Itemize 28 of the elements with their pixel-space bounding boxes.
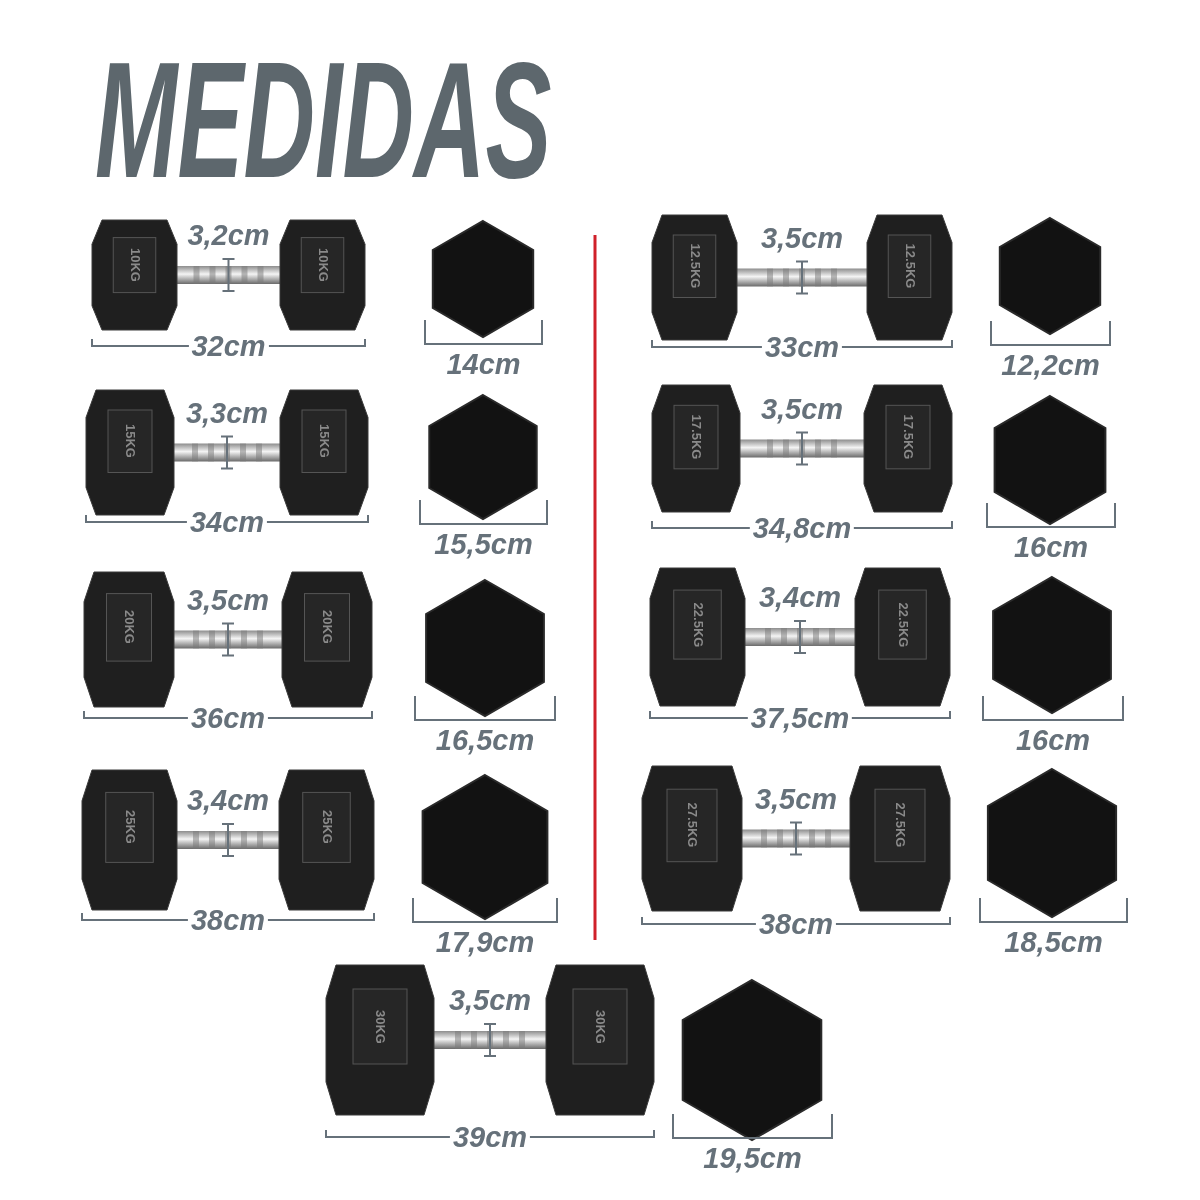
weight-marking: 27.5KG (685, 803, 699, 848)
dimension-label: 3,5cm (447, 984, 533, 1016)
weight-marking: 10KG (315, 248, 330, 283)
dimension-label: 3,5cm (759, 221, 845, 254)
weight-marking: 22.5KG (895, 602, 910, 647)
title: MEDIDAS (95, 40, 552, 200)
weight-marking: 12.5KG (687, 243, 702, 289)
dimension-label: 3,5cm (753, 782, 839, 815)
weight-marking: 10KG (127, 248, 142, 283)
dimension-label: 3,4cm (185, 784, 271, 816)
dimension-label: 3,2cm (186, 219, 271, 251)
weight-marking: 25KG (122, 810, 137, 845)
weight-marking: 22.5KG (690, 602, 705, 647)
dimension-label: 3,4cm (757, 581, 843, 613)
weight-marking: 17.5KG (901, 414, 915, 460)
weight-marking: 15KG (317, 424, 331, 459)
weight-marking: 30KG (593, 1009, 607, 1044)
dimension-label: 3,5cm (759, 392, 845, 425)
weight-marking: 30KG (373, 1009, 387, 1044)
weight-marking: 17.5KG (689, 414, 703, 460)
weight-marking: 20KG (320, 610, 334, 645)
weight-marking: 12.5KG (902, 243, 917, 289)
dimension-label: 3,5cm (185, 583, 271, 616)
weight-marking: 27.5KG (893, 803, 907, 848)
dimension-label: 3,3cm (184, 396, 270, 429)
weight-marking: 25KG (319, 810, 334, 845)
weight-marking: 20KG (122, 610, 136, 645)
weight-marking: 15KG (123, 424, 137, 459)
